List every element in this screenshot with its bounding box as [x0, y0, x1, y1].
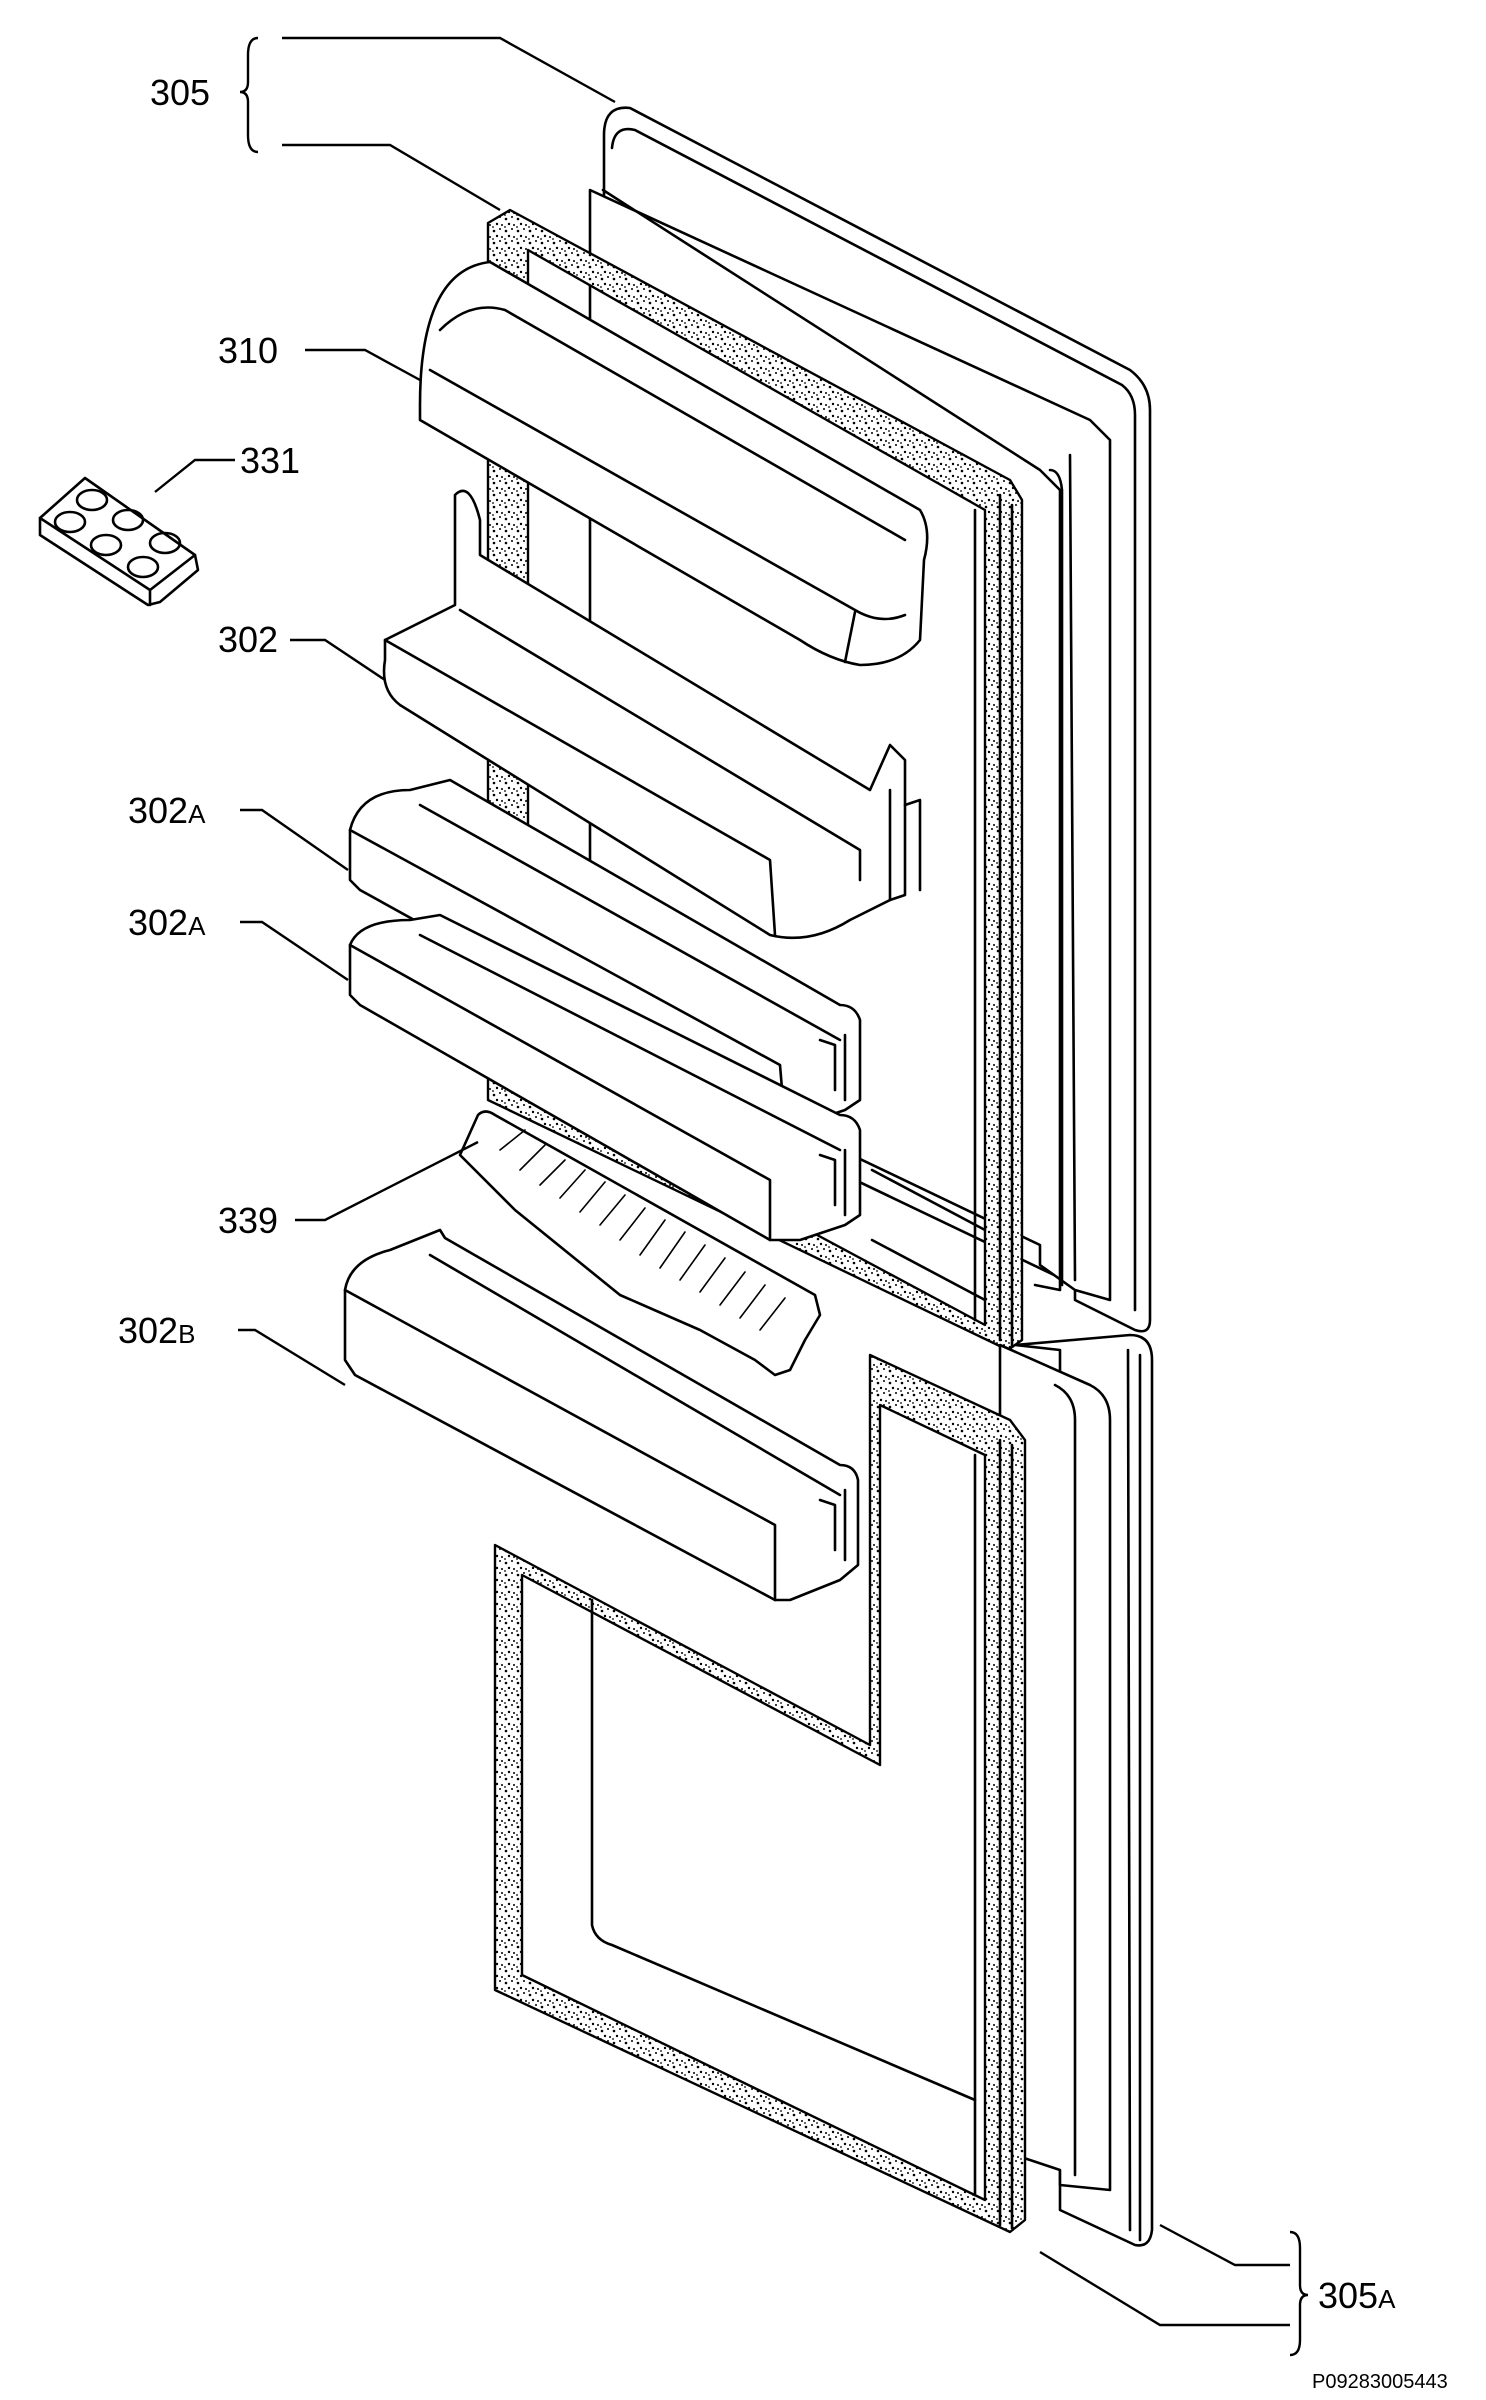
leader-339 [295, 1140, 479, 1222]
butter-shelf-body [382, 489, 907, 940]
label-339: 339 [218, 1200, 278, 1241]
leader-302a-2 [240, 920, 349, 981]
lower-door-gasket-ribs [973, 1438, 1014, 2230]
door-shelf-2-part [348, 913, 862, 1242]
crisper-cover-body [418, 260, 929, 667]
egg-cup-5 [89, 533, 123, 557]
butter-shelf-part [382, 489, 922, 940]
door-shelf-2-rim [348, 933, 842, 1242]
brace-305 [239, 36, 259, 154]
egg-cup-2 [111, 508, 145, 532]
leader-310 [305, 348, 421, 382]
crisper-cover-ridge [428, 306, 907, 621]
label-305a-num: 305 [1318, 2275, 1378, 2316]
leader-302 [290, 638, 386, 681]
egg-cup-4 [53, 510, 87, 534]
lower-door-outer-rim [1126, 1348, 1142, 2242]
upper-door-inner-lining [601, 188, 1062, 1292]
label-302b-num: 302 [118, 1310, 178, 1351]
egg-tray-part [38, 476, 200, 607]
label-305a: 305A [1318, 2275, 1396, 2316]
lower-door-gasket [493, 1353, 1027, 2234]
bottle-shelf-body [343, 1228, 860, 1602]
bottle-shelf-part [343, 1228, 860, 1602]
brace-305a [1289, 2230, 1309, 2357]
upper-door-panel-rim [610, 127, 1137, 1312]
lower-door-inner-frame [998, 1343, 1112, 2192]
label-310: 310 [218, 330, 278, 371]
reference-code: P09283005443 [1312, 2371, 1448, 2393]
leader-331 [154, 458, 235, 493]
leader-305-lower [282, 143, 501, 212]
bottle-divider-body [458, 1110, 822, 1377]
label-302a-1: 302A [128, 790, 206, 831]
egg-tray-edge [38, 516, 197, 607]
leader-302a-1 [240, 808, 349, 871]
bottle-shelf-clip [818, 1488, 847, 1562]
upper-door-inner-frame-edge [1048, 453, 1077, 1287]
label-302b-suffix: B [178, 1319, 195, 1349]
label-331: 331 [240, 440, 300, 481]
label-302a-2: 302A [128, 902, 206, 943]
lower-door-inner-frame-edge [1053, 1383, 1077, 2177]
door-shelf-1-part [348, 778, 862, 1127]
upper-door-inner-window-line [870, 1168, 987, 1302]
butter-shelf-end [888, 788, 922, 902]
egg-cup-3 [148, 531, 182, 555]
bottle-divider-part [458, 1110, 822, 1377]
label-305: 305 [150, 72, 210, 113]
callout-leaders [154, 36, 1309, 2357]
bottle-divider-ribs [499, 1129, 786, 1331]
lower-door-assembly [493, 1333, 1154, 2247]
label-302a-2-suffix: A [188, 911, 206, 941]
leader-305-upper [282, 36, 616, 104]
label-302: 302 [218, 619, 278, 660]
label-302a-1-num: 302 [128, 790, 188, 831]
door-shelf-1-clip [818, 1033, 847, 1102]
crisper-cover-front [843, 610, 857, 664]
label-302b: 302B [118, 1310, 195, 1351]
crisper-cover-part [418, 260, 929, 667]
label-302a-2-num: 302 [128, 902, 188, 943]
upper-door-gasket [486, 208, 1024, 1352]
upper-door-gasket-ribs [973, 493, 1014, 1347]
egg-cup-6 [126, 555, 160, 579]
lower-door-inner-lining [590, 1598, 977, 2102]
egg-cup-1 [75, 488, 109, 512]
leader-302b [238, 1328, 346, 1387]
label-305a-suffix: A [1378, 2284, 1396, 2314]
leader-305a-lower [1039, 2250, 1290, 2327]
door-shelf-2-clip [818, 1148, 847, 1217]
butter-shelf-inner-rim [383, 608, 862, 937]
leader-305a-upper [1159, 2223, 1290, 2267]
label-302a-1-suffix: A [188, 799, 206, 829]
bottle-shelf-rim [343, 1253, 842, 1602]
